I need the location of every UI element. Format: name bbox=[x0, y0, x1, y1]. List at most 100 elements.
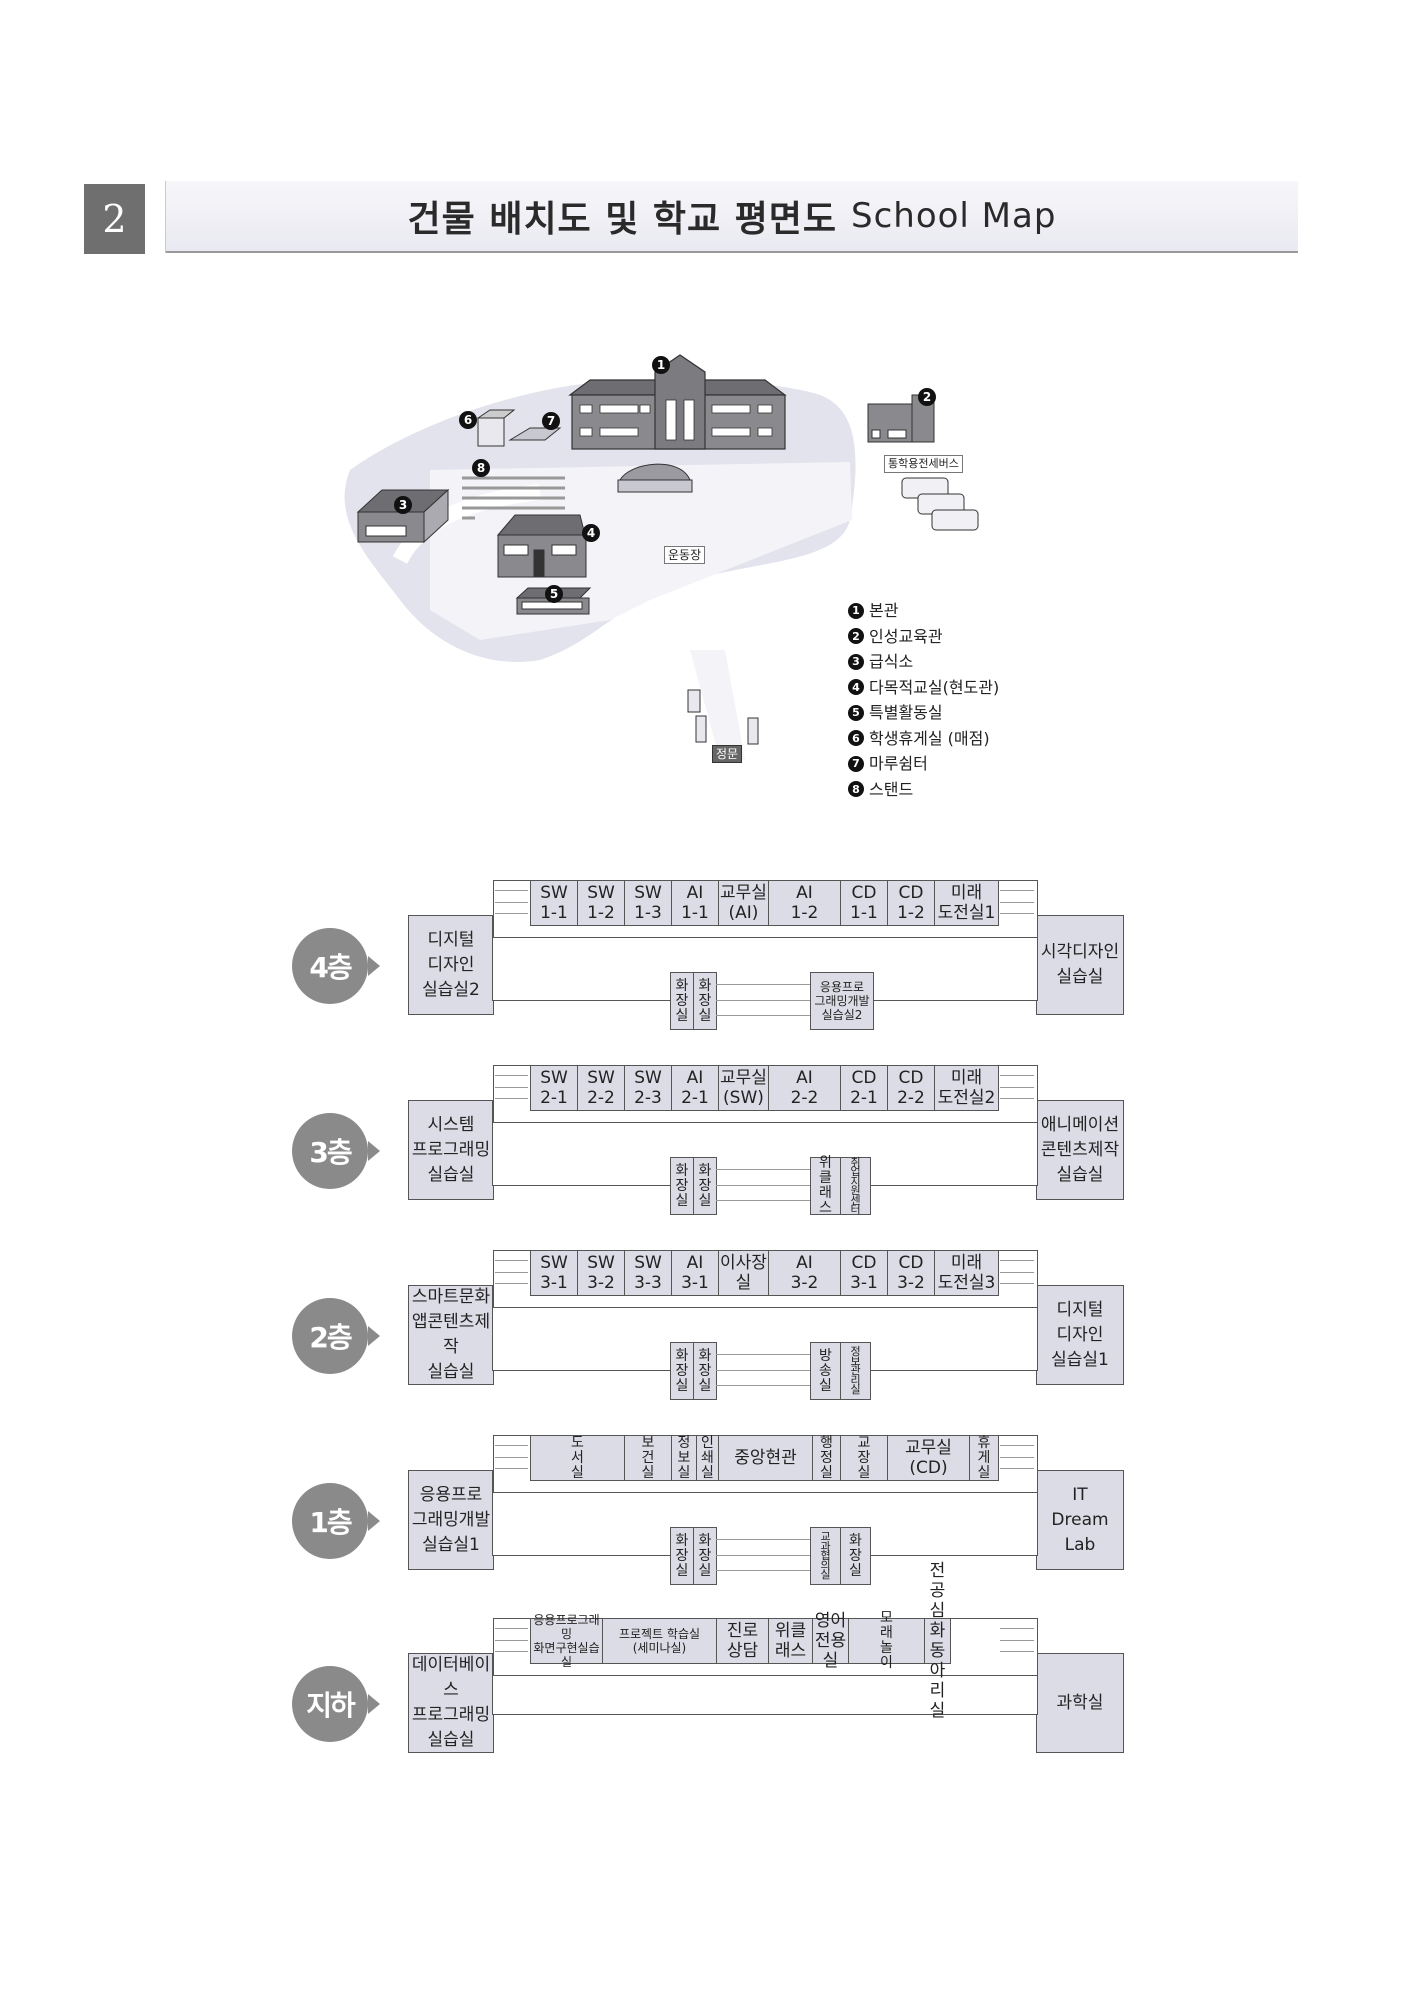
stairs bbox=[495, 890, 528, 914]
legend-item: 3 급식소 bbox=[848, 649, 999, 675]
stairs bbox=[495, 1445, 528, 1469]
stairs bbox=[1000, 890, 1034, 914]
right-wing-room: 과학실 bbox=[1036, 1653, 1124, 1753]
building-6 bbox=[476, 409, 516, 447]
stairs bbox=[1000, 1628, 1034, 1652]
building-main bbox=[568, 354, 787, 450]
legend-number: 2 bbox=[848, 628, 864, 645]
title-english: School Map bbox=[851, 196, 1057, 236]
legend-number: 3 bbox=[848, 653, 864, 670]
section-number: 2 bbox=[84, 184, 145, 254]
legend-label: 다목적교실(현도관) bbox=[869, 677, 1000, 697]
building-5 bbox=[515, 587, 592, 615]
room: 교무실(SW) bbox=[718, 1065, 769, 1111]
bus-label: 통학용전세버스 bbox=[884, 455, 963, 473]
marker-6: 6 bbox=[459, 411, 477, 429]
room: 교무실(AI) bbox=[718, 880, 769, 926]
legend-item: 2 인성교육관 bbox=[848, 624, 999, 650]
stand-lines bbox=[462, 476, 565, 520]
building-2 bbox=[867, 394, 935, 443]
building-3 bbox=[356, 488, 450, 544]
buses bbox=[901, 477, 979, 531]
field-label: 운동장 bbox=[664, 546, 706, 564]
gate-road bbox=[690, 650, 745, 760]
marker-3: 3 bbox=[394, 496, 412, 514]
gate-posts bbox=[687, 689, 759, 745]
room: 교무실(CD) bbox=[887, 1435, 970, 1481]
legend-number: 1 bbox=[848, 602, 864, 619]
legend-label: 급식소 bbox=[869, 652, 914, 671]
marker-7: 7 bbox=[542, 412, 560, 430]
stairs bbox=[716, 1354, 810, 1386]
stairs bbox=[495, 1628, 528, 1652]
floor-badge: 3층 bbox=[292, 1113, 380, 1189]
page-title: 건물 배치도 및 학교 평면도 School Map bbox=[166, 181, 1298, 253]
road-curve bbox=[392, 484, 541, 564]
campus-map-illustration bbox=[344, 354, 979, 760]
stairs bbox=[495, 1075, 528, 1099]
marker-8: 8 bbox=[472, 459, 490, 477]
legend-label: 인성교육관 bbox=[869, 626, 943, 646]
legend-label: 학생휴게실 (매점) bbox=[869, 728, 990, 748]
stairs bbox=[716, 984, 810, 1016]
legend-number: 5 bbox=[848, 704, 864, 721]
floor-badge: 1층 bbox=[292, 1483, 380, 1559]
legend-label: 특별활동실 bbox=[869, 703, 943, 722]
marker-1: 1 bbox=[652, 356, 670, 374]
legend-label: 스탠드 bbox=[869, 779, 914, 799]
building-4 bbox=[496, 514, 587, 578]
building-7 bbox=[508, 427, 562, 441]
legend-item: 5 특별활동실 bbox=[848, 700, 999, 726]
floor-badge: 지하 bbox=[292, 1666, 380, 1742]
floor-badge: 2층 bbox=[292, 1298, 380, 1374]
